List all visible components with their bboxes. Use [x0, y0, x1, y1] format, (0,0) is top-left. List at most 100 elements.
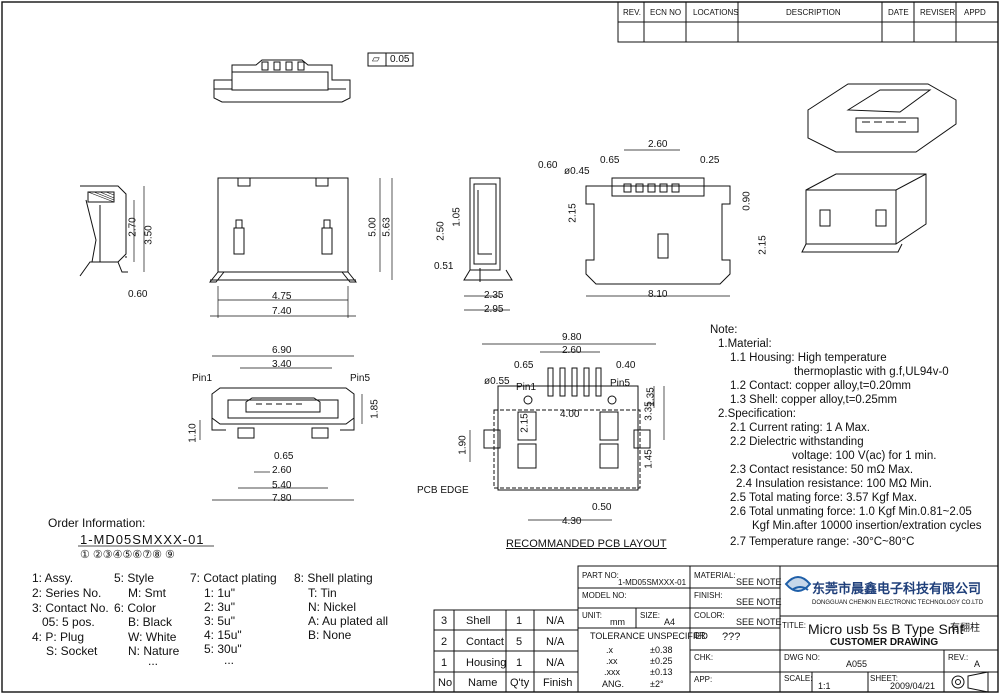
dim-8-10: 8.10: [648, 289, 668, 300]
note-3: thermoplastic with g.f,UL94v-0: [794, 366, 949, 378]
dim-0-90: 0.90: [741, 191, 753, 211]
rev-header-reviser: REVISER: [920, 8, 956, 17]
dim-2-15-a: 2.15: [567, 203, 579, 223]
order-col1-2: 3: Contact No.: [32, 601, 109, 615]
dim-0-65-top: 0.65: [600, 155, 620, 166]
flatness-value: 0.05: [390, 54, 410, 65]
tb-chk-label: CHK:: [694, 653, 714, 662]
tb-tolerance-label: TOLERANCE UNSPECIFIED: [590, 631, 708, 641]
note-13: 2.6 Total unmating force: 1.0 Kgf Min.0.…: [730, 506, 972, 518]
bom-row3-name: Shell: [466, 615, 491, 627]
note-15: 2.7 Temperature range: -30°C~80°C: [730, 536, 915, 548]
dim-4-30: 4.30: [562, 516, 582, 527]
tb-rev: A: [974, 659, 981, 669]
tb-company-cn: 东莞市晨鑫电子科技有限公司: [812, 581, 982, 596]
tb-tol-xxx: ±0.13: [650, 667, 673, 677]
order-col2-0: 5: Style: [114, 571, 155, 585]
note-12: 2.5 Total mating force: 3.57 Kgf Max.: [730, 492, 918, 504]
dim-2-50: 2.50: [435, 221, 447, 241]
bom-row3-finish: N/A: [546, 615, 565, 627]
tb-model-no-label: MODEL NO:: [582, 591, 627, 600]
bom-row1-name: Housing: [466, 657, 507, 669]
order-col4-3: A: Au plated all: [308, 614, 389, 628]
dim-2-15-b: 2.15: [757, 235, 769, 255]
dim-2-35: 2.35: [484, 290, 504, 301]
tb-unit-label: UNIT:: [582, 611, 602, 620]
dim-4-75: 4.75: [272, 291, 292, 302]
dim-0-25: 0.25: [700, 155, 720, 166]
order-col3-1: 1: 1u": [204, 586, 235, 600]
order-col1-0: 1: Assy.: [32, 571, 74, 585]
note-6: 2.Specification:: [718, 408, 796, 420]
bom-table: [433, 609, 579, 693]
title-block: [577, 565, 999, 693]
order-col3-5: 5: 30u": [204, 642, 242, 656]
isometric-view-top: [807, 83, 957, 153]
dim-3-50: 3.50: [143, 225, 155, 245]
front-view: [208, 177, 358, 283]
tb-tol-x: ±0.38: [650, 645, 673, 655]
dim-1-10: 1.10: [187, 423, 199, 443]
order-col3-6: ...: [224, 653, 235, 667]
dim-1-90: 1.90: [457, 435, 469, 455]
order-col2-1: M: Smt: [128, 586, 166, 600]
dim-1-85: 1.85: [369, 399, 381, 419]
rev-header-description: DESCRIPTION: [786, 8, 841, 17]
bottom-front-view: [211, 387, 355, 439]
bom-row1-finish: N/A: [546, 657, 565, 669]
tb-sheet: 2009/04/21: [890, 681, 936, 691]
note-1: 1.Material:: [718, 338, 772, 350]
order-col3-3: 3: 5u": [204, 614, 235, 628]
rev-header-locations: LOCATIONS: [693, 8, 739, 17]
bom-row2-name: Contact: [466, 636, 504, 648]
tb-sheet-label: SHEET:: [870, 674, 899, 683]
rev-header-rev: REV.: [623, 8, 641, 17]
dim-0-40: 0.40: [616, 360, 636, 371]
label-pin1-front: Pin1: [192, 373, 213, 384]
order-col2-5: N: Nature: [128, 644, 180, 658]
tb-color-label: COLOR:: [694, 611, 725, 620]
flatness-symbol: ▱: [372, 54, 380, 65]
tb-rev-label: REV.:: [948, 653, 969, 662]
bom-row3-qty: 1: [516, 615, 523, 627]
order-code: 1-MD05SMXXX-01: [80, 532, 205, 547]
tb-scale: 1:1: [818, 681, 831, 691]
tb-dwg-label: DWG NO:: [784, 653, 820, 662]
note-8: 2.2 Dielectric withstanding: [730, 436, 864, 448]
order-col4-1: T: Tin: [308, 586, 337, 600]
bom-row2-qty: 5: [516, 636, 523, 648]
order-col2-4: W: White: [128, 630, 177, 644]
pcb-layout-caption: RECOMMANDED PCB LAYOUT: [506, 538, 667, 550]
bom-header-no: No: [438, 677, 453, 689]
tb-customer-drawing: CUSTOMER DRAWING: [830, 637, 939, 648]
dim-7-80: 7.80: [272, 493, 292, 504]
bom-header-finish: Finish: [543, 677, 573, 689]
bom-header-qty: Q'ty: [510, 677, 530, 689]
tb-company-en: DONGGUAN CHENKIN ELECTRONIC TECHNOLOGY C…: [812, 600, 984, 606]
dim-3-35: 3.35: [643, 401, 655, 421]
order-col2-6: ...: [148, 654, 159, 668]
tb-part-no-label: PART NO:: [582, 571, 619, 580]
tb-tol-xx-label: .xx: [606, 656, 618, 666]
dim-5-00: 5.00: [367, 217, 379, 237]
dim-6-90: 6.90: [272, 345, 292, 356]
dim-0-65-pcb: 0.65: [514, 360, 534, 371]
note-7: 2.1 Current rating: 1 A Max.: [730, 422, 870, 434]
tb-title-suffix: 有翻柱: [950, 623, 980, 634]
tb-size: A4: [664, 617, 676, 627]
bom-row2-no: 2: [441, 636, 448, 648]
label-pin5-front: Pin5: [350, 373, 371, 384]
bom-row1-no: 1: [441, 657, 448, 669]
dim-4-00: 4.00: [560, 409, 580, 420]
middle-side-view: [463, 177, 513, 282]
dim-1-45: 1.45: [643, 449, 655, 469]
tb-dr-label: DR:: [694, 631, 708, 640]
tb-tol-ang: ±2°: [650, 679, 664, 689]
dim-3-40: 3.40: [272, 359, 292, 370]
note-2: 1.1 Housing: High temperature: [730, 352, 887, 364]
order-col4-4: B: None: [308, 628, 352, 642]
revision-table: [617, 1, 999, 43]
flatness-frame: [367, 52, 414, 67]
bom-header-name: Name: [468, 677, 498, 689]
order-col3-4: 4: 15u": [204, 628, 242, 642]
